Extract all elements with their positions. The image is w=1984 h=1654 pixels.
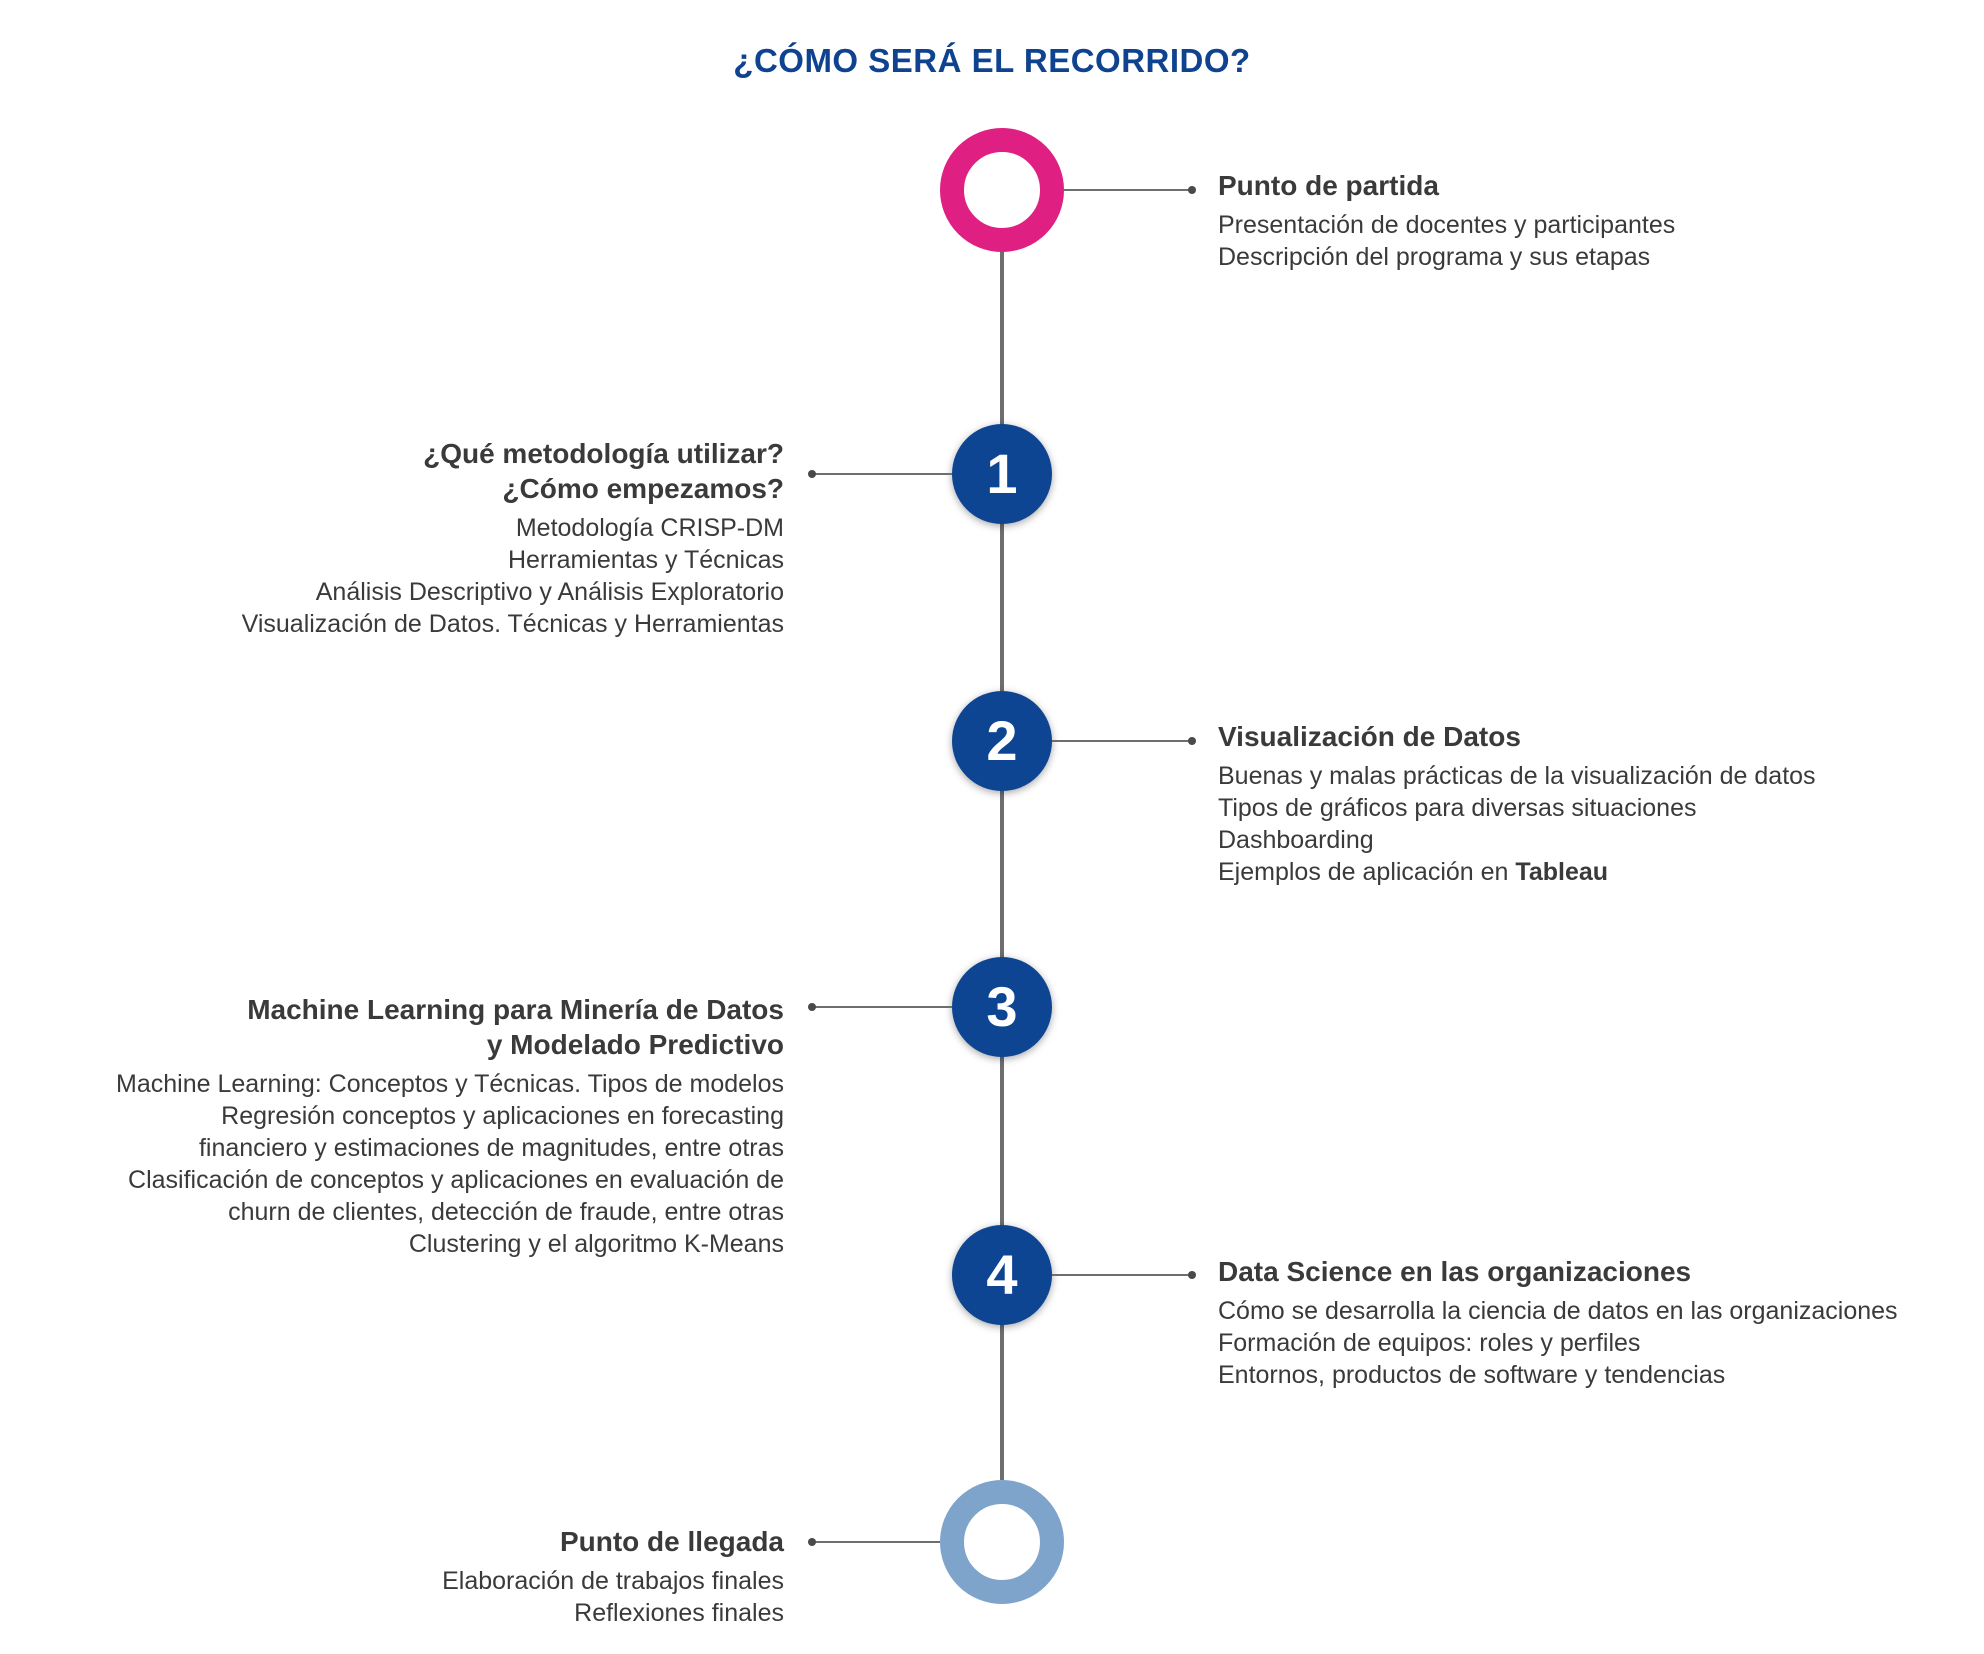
stage-end-heading: Punto de llegada (442, 1524, 784, 1559)
connector-4 (1052, 1274, 1192, 1276)
start-ring-node (940, 128, 1064, 252)
list-item: Reflexiones finales (574, 1599, 784, 1627)
connector-dot-3 (808, 1003, 816, 1011)
tableau-label: Tableau (1515, 858, 1609, 886)
connector-dot-4 (1188, 1271, 1196, 1279)
list-item: financiero y estimaciones de magnitudes,… (198, 1134, 784, 1162)
heading-line: Punto de partida (1218, 170, 1439, 201)
stage-3-items: Machine Learning: Conceptos y Técnicas. … (116, 1068, 784, 1260)
heading-line: Data Science en las organizaciones (1218, 1256, 1692, 1287)
connector-dot-1 (808, 470, 816, 478)
connector-start (1064, 189, 1192, 191)
connector-end (812, 1541, 940, 1543)
heading-line: Machine Learning para Minería de Datos (247, 994, 784, 1025)
list-item: Herramientas y Técnicas (507, 546, 784, 574)
page-title: ¿CÓMO SERÁ EL RECORRIDO? (733, 42, 1251, 79)
stage-end-items: Elaboración de trabajos finales Reflexio… (442, 1565, 784, 1629)
step-3-node: 3 (952, 957, 1052, 1057)
stage-1-heading: ¿Qué metodología utilizar? ¿Cómo empezam… (242, 436, 784, 506)
list-item: Entornos, productos de software y tenden… (1218, 1361, 1726, 1389)
list-item: Cómo se desarrolla la ciencia de datos e… (1218, 1297, 1898, 1325)
stage-1-items: Metodología CRISP-DM Herramientas y Técn… (242, 512, 784, 640)
stage-2-items: Buenas y malas prácticas de la visualiza… (1218, 760, 1816, 888)
connector-1 (812, 473, 952, 475)
list-item-text: Ejemplos de aplicación en (1218, 858, 1516, 886)
stage-2-heading: Visualización de Datos (1218, 719, 1816, 754)
list-item: Visualización de Datos. Técnicas y Herra… (241, 610, 784, 638)
step-4-node: 4 (952, 1225, 1052, 1325)
list-item: Buenas y malas prácticas de la visualiza… (1218, 762, 1816, 790)
connector-dot-2 (1188, 737, 1196, 745)
list-item: Elaboración de trabajos finales (442, 1567, 784, 1595)
stage-4-items: Cómo se desarrolla la ciencia de datos e… (1218, 1295, 1898, 1391)
end-ring-node (940, 1480, 1064, 1604)
stage-4-heading: Data Science en las organizaciones (1218, 1254, 1898, 1289)
connector-dot-start (1188, 186, 1196, 194)
list-item: Análisis Descriptivo y Análisis Explorat… (315, 578, 784, 606)
connector-3 (812, 1006, 952, 1008)
list-item: Dashboarding (1218, 826, 1374, 854)
list-item: Regresión conceptos y aplicaciones en fo… (221, 1102, 784, 1130)
stage-4-block: Data Science en las organizaciones Cómo … (1218, 1254, 1898, 1391)
heading-line: y Modelado Predictivo (486, 1029, 784, 1060)
stage-start-heading: Punto de partida (1218, 168, 1675, 203)
list-item: Clustering y el algoritmo K-Means (408, 1230, 784, 1258)
connector-2 (1052, 740, 1192, 742)
list-item: Clasificación de conceptos y aplicacione… (128, 1166, 784, 1194)
step-2-node: 2 (952, 691, 1052, 791)
list-item: Machine Learning: Conceptos y Técnicas. … (116, 1070, 784, 1098)
connector-dot-end (808, 1538, 816, 1546)
list-item: Tipos de gráficos para diversas situacio… (1218, 794, 1697, 822)
heading-line: Visualización de Datos (1218, 721, 1521, 752)
stage-end-block: Punto de llegada Elaboración de trabajos… (442, 1524, 784, 1629)
step-1-node: 1 (952, 424, 1052, 524)
list-item: Presentación de docentes y participantes (1218, 211, 1676, 239)
list-item: Ejemplos de aplicación en Tableau (1218, 856, 1816, 888)
stage-start-items: Presentación de docentes y participantes… (1218, 209, 1675, 273)
heading-line: ¿Cómo empezamos? (502, 473, 784, 504)
heading-line: ¿Qué metodología utilizar? (423, 438, 784, 469)
list-item: churn de clientes, detección de fraude, … (228, 1198, 784, 1226)
timeline-spine (1000, 200, 1004, 1480)
stage-3-block: Machine Learning para Minería de Datos y… (116, 992, 784, 1260)
list-item: Metodología CRISP-DM (515, 514, 784, 542)
stage-3-heading: Machine Learning para Minería de Datos y… (116, 992, 784, 1062)
stage-1-block: ¿Qué metodología utilizar? ¿Cómo empezam… (242, 436, 784, 640)
heading-line: Punto de llegada (559, 1526, 784, 1557)
stage-start-block: Punto de partida Presentación de docente… (1218, 168, 1675, 273)
list-item: Formación de equipos: roles y perfiles (1218, 1329, 1641, 1357)
list-item: Descripción del programa y sus etapas (1218, 243, 1651, 271)
stage-2-block: Visualización de Datos Buenas y malas pr… (1218, 719, 1816, 888)
